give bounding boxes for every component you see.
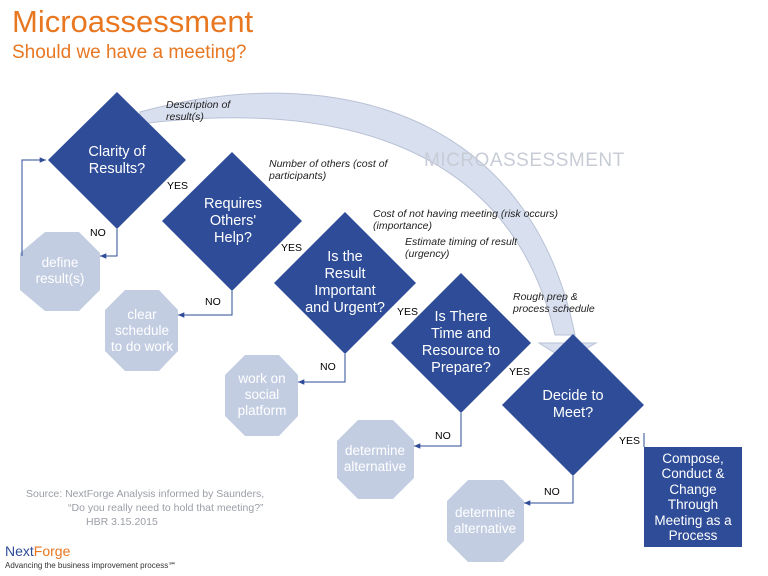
decision-decide (502, 334, 644, 476)
decision-help (162, 152, 302, 291)
decision-time (391, 273, 531, 413)
annotation-description: Description of result(s) (166, 99, 231, 123)
no-label-important: NO (320, 361, 336, 373)
decision-help-label: Requires Others' Help? (203, 195, 263, 246)
connector-help-no (178, 291, 233, 318)
outcome-alt2-label: determine alternative (453, 505, 517, 536)
no-label-time: NO (435, 430, 451, 442)
no-label-help: NO (205, 296, 221, 308)
yes-label-time: YES (509, 366, 531, 378)
annotation-prep: Rough prep & process schedule (513, 291, 595, 315)
brand-tagline: Advancing the business improvement proce… (5, 561, 177, 570)
no-label-decide: NO (544, 486, 560, 498)
outcome-social-label: work on social platform (237, 371, 287, 418)
yes-label-help: YES (281, 242, 303, 254)
outcome-alt2 (447, 480, 524, 562)
annotation-timing: Estimate timing of result (urgency) (405, 236, 518, 260)
connectors (21, 157, 645, 506)
decision-important (274, 212, 416, 354)
decision-clarity (48, 92, 186, 229)
annotation-cost: Cost of not having meeting (risk occurs)… (373, 208, 558, 232)
watermark-label: MICROASSESSMENT (424, 150, 625, 171)
outcome-define-label: define result(s) (35, 255, 85, 286)
page-subtitle: Should we have a meeting? (12, 42, 247, 63)
brand-name-part1: Next (5, 543, 34, 559)
decision-important-label: Is the Result Important and Urgent? (305, 249, 385, 316)
annotation-others: Number of others (cost of participants) (269, 158, 388, 182)
source-line-2: “Do you really need to hold that meeting… (68, 502, 264, 514)
page-title: Microassessment (12, 4, 254, 39)
yes-label-decide: YES (619, 435, 641, 447)
decision-decide-label: Decide to Meet? (542, 388, 604, 421)
outcome-clear-label: clear schedule to do work (110, 307, 174, 354)
decision-clarity-label: Clarity of Results? (88, 144, 146, 177)
outcome-clear (105, 290, 178, 371)
outcome-alt1 (337, 420, 414, 499)
decision-time-label: Is There Time and Resource to Prepare? (421, 309, 501, 376)
yes-label-important: YES (397, 306, 419, 318)
source-citation: Source: NextForge Analysis informed by S… (26, 487, 264, 529)
connector-decide-no (524, 476, 574, 506)
yes-label-clarity: YES (167, 180, 189, 192)
microassessment-arrow (139, 92, 576, 336)
connector-clarity-no (100, 229, 118, 259)
outcome-define (20, 232, 100, 311)
no-label-clarity: NO (90, 227, 106, 239)
brand-name-part2: Forge (33, 543, 71, 559)
source-line-3: HBR 3.15.2015 (86, 516, 158, 528)
outcome-social (225, 355, 298, 436)
final-box: Compose, Conduct & Change Through Meetin… (644, 447, 742, 547)
source-line-1: Source: NextForge Analysis informed by S… (26, 488, 265, 500)
brand-logo: NextForge (5, 543, 70, 559)
connector-important-no (298, 354, 346, 385)
outcome-alt1-label: determine alternative (343, 443, 407, 474)
connector-define-back (21, 157, 46, 256)
connector-time-no (414, 413, 462, 449)
